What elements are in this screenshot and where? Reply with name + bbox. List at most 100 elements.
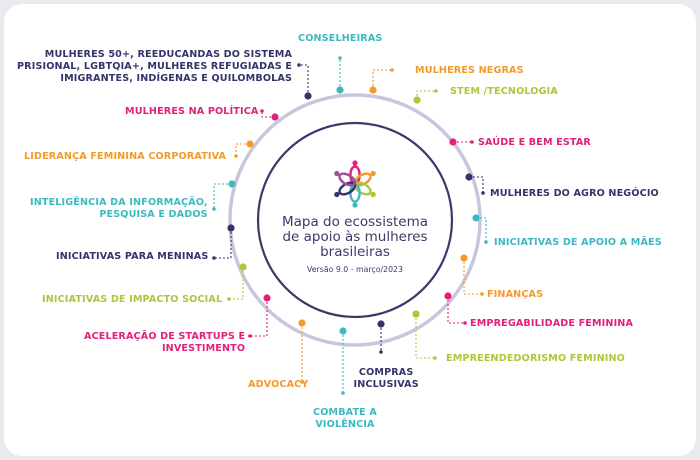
- label-advocacy-line: ADVOCACY: [248, 379, 309, 390]
- mulheres-50-end-dot: [297, 63, 301, 67]
- label-apoio-maes-line: INICIATIVAS DE APOIO A MÃES: [494, 237, 662, 248]
- meninas-ring-dot: [227, 224, 235, 232]
- mulheres-negras-connector: [372, 69, 392, 90]
- violencia-end-dot: [341, 391, 345, 395]
- label-mulheres-50-line: MULHERES 50+, REEDUCANDAS DO SISTEMA: [44, 49, 293, 60]
- label-inteligencia-line: PESQUISA E DADOS: [99, 209, 208, 220]
- label-impacto: INICIATIVAS DE IMPACTO SOCIAL: [42, 294, 222, 306]
- label-violencia-line: VIOLÊNCIA: [315, 419, 375, 430]
- advocacy-end-dot: [300, 380, 304, 384]
- label-agro: MULHERES DO AGRO NEGÓCIO: [490, 188, 659, 200]
- empregabilidade-connector: [447, 296, 465, 324]
- impacto-ring-dot: [239, 263, 247, 271]
- agro-connector: [469, 176, 484, 193]
- label-lideranca: LIDERANÇA FEMININA CORPORATIVA: [24, 151, 226, 163]
- label-empreendedorismo-line: EMPREENDEDORISMO FEMININO: [446, 353, 625, 364]
- impacto-end-dot: [227, 297, 231, 301]
- label-agro-line: MULHERES DO AGRO NEGÓCIO: [490, 188, 659, 199]
- center-title-line-1: Mapa do ecossistema: [282, 214, 428, 230]
- label-stem-line: STEM /TECNOLOGIA: [450, 86, 558, 97]
- label-inteligencia: INTELIGÊNCIA DA INFORMAÇÃO,PESQUISA E DA…: [30, 197, 208, 221]
- logo-dot: [334, 170, 340, 177]
- violencia-ring-dot: [339, 327, 347, 335]
- label-saude: SAÚDE E BEM ESTAR: [478, 137, 591, 149]
- label-saude-line: SAÚDE E BEM ESTAR: [478, 137, 591, 148]
- financas-end-dot: [480, 292, 484, 296]
- label-mulheres-50-line: IMIGRANTES, INDÍGENAS E QUILOMBOLAS: [60, 73, 293, 84]
- label-conselheiras: CONSELHEIRAS: [298, 33, 382, 45]
- empreendedorismo-end-dot: [433, 356, 437, 360]
- compras-end-dot: [379, 350, 383, 354]
- label-lideranca-line: LIDERANÇA FEMININA CORPORATIVA: [24, 151, 227, 162]
- mulheres-50-connector: [299, 64, 309, 96]
- lideranca-ring-dot: [246, 140, 254, 148]
- saude-ring-dot: [449, 138, 457, 146]
- apoio-maes-ring-dot: [472, 214, 480, 222]
- label-compras-line: COMPRAS: [358, 367, 414, 378]
- impacto-connector: [229, 267, 244, 300]
- empregabilidade-end-dot: [463, 321, 467, 325]
- label-inteligencia-line: INTELIGÊNCIA DA INFORMAÇÃO,: [30, 197, 208, 208]
- politica-ring-dot: [271, 113, 279, 121]
- conselheiras-ring-dot: [336, 86, 344, 94]
- background-card: [4, 4, 696, 456]
- label-politica: MULHERES NA POLÍTICA: [125, 106, 258, 118]
- politica-end-dot: [260, 109, 264, 113]
- apoio-maes-end-dot: [484, 240, 488, 244]
- empreendedorismo-connector: [415, 314, 435, 359]
- logo-dot: [334, 191, 340, 198]
- label-startups-line: INVESTIMENTO: [161, 343, 246, 354]
- label-empregabilidade-line: EMPREGABILIDADE FEMININA: [470, 318, 634, 329]
- startups-end-dot: [248, 334, 252, 338]
- compras-ring-dot: [377, 320, 385, 328]
- inteligencia-end-dot: [212, 207, 216, 211]
- conselheiras-end-dot: [338, 56, 342, 60]
- label-conselheiras-line: CONSELHEIRAS: [298, 33, 383, 44]
- center-title-line-2: de apoio às mulheres: [282, 229, 427, 245]
- agro-ring-dot: [465, 173, 473, 181]
- label-compras-line: INCLUSIVAS: [353, 379, 419, 390]
- label-advocacy: ADVOCACY: [248, 379, 308, 391]
- agro-end-dot: [481, 191, 485, 195]
- logo-dot: [370, 170, 376, 177]
- startups-connector: [250, 298, 268, 337]
- connector-group: [212, 56, 488, 395]
- mulheres-50-ring-dot: [304, 92, 312, 100]
- label-empreendedorismo: EMPREENDEDORISMO FEMININO: [446, 353, 625, 365]
- label-financas: FINANÇAS: [487, 289, 543, 301]
- center-title-line-3: brasileiras: [320, 244, 390, 260]
- label-meninas-line: INICIATIVAS PARA MENINAS: [56, 251, 209, 262]
- logo-dot: [352, 160, 358, 166]
- center-version: Versão 9.0 - março/2023: [307, 265, 403, 274]
- label-startups-line: ACELERAÇÃO DE STARTUPS E: [84, 331, 246, 342]
- logo-dot: [352, 202, 358, 208]
- stem-end-dot: [434, 89, 438, 93]
- mulheres-negras-ring-dot: [369, 86, 377, 94]
- label-financas-line: FINANÇAS: [487, 289, 544, 300]
- stem-connector: [416, 90, 436, 100]
- startups-ring-dot: [263, 294, 271, 302]
- label-empregabilidade: EMPREGABILIDADE FEMININA: [470, 318, 633, 330]
- saude-end-dot: [470, 140, 474, 144]
- logo-dot: [370, 191, 376, 198]
- inteligencia-connector: [213, 183, 232, 209]
- politica-connector: [261, 111, 275, 118]
- lideranca-connector: [235, 143, 250, 156]
- financas-connector: [463, 258, 482, 295]
- label-mulheres-negras: MULHERES NEGRAS: [415, 65, 524, 77]
- outer-ring: [228, 93, 482, 347]
- empreendedorismo-ring-dot: [412, 310, 420, 318]
- inteligencia-ring-dot: [228, 180, 236, 188]
- apoio-maes-connector: [476, 217, 487, 242]
- advocacy-ring-dot: [298, 319, 306, 327]
- label-violencia-line: COMBATE A: [313, 407, 377, 418]
- flower-logo-icon: [334, 160, 376, 208]
- mulheres-negras-end-dot: [390, 68, 394, 72]
- stem-ring-dot: [413, 96, 421, 104]
- lideranca-end-dot: [234, 154, 238, 158]
- label-mulheres-50-line: PRISIONAL, LGBTQIA+, MULHERES REFUGIADAS…: [17, 61, 293, 72]
